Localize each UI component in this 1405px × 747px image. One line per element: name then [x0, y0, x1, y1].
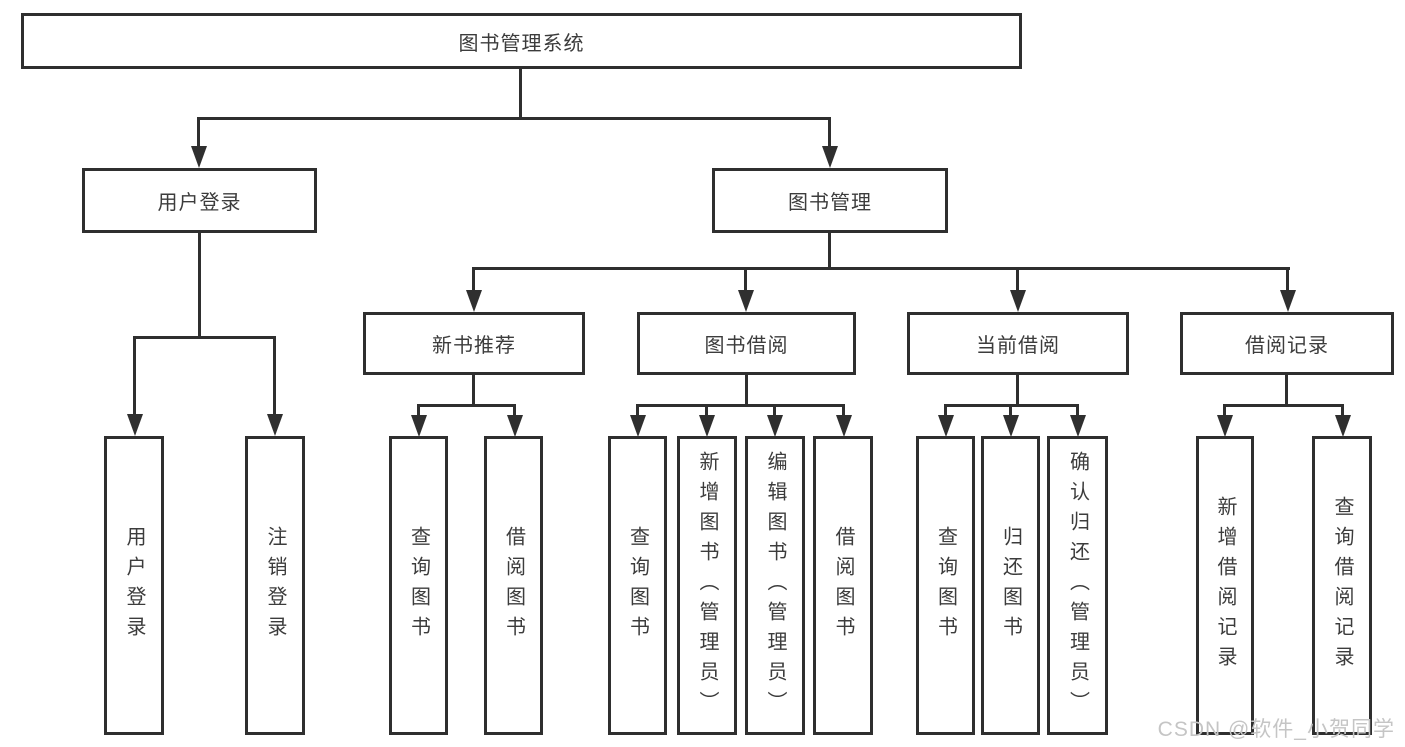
leaf-current-return: 归还图书: [981, 436, 1040, 735]
connector-line: [842, 404, 845, 418]
connector-line: [1016, 375, 1019, 406]
arrow-down-icon: [1003, 415, 1019, 437]
connector-line: [828, 117, 831, 149]
connector-line: [197, 117, 200, 149]
connector-line: [472, 267, 475, 292]
leaf-user-login: 用户登录: [104, 436, 164, 735]
leaf-newbook-query-label: 查询图书: [407, 525, 430, 646]
leaf-newbook-query: 查询图书: [389, 436, 448, 735]
connector-line: [1223, 404, 1344, 407]
leaf-borrow-add: 新增图书（管理员）: [677, 436, 737, 735]
connector-line: [519, 69, 522, 120]
connector-line: [273, 336, 276, 416]
connector-line: [1341, 404, 1344, 418]
arrow-down-icon: [938, 415, 954, 437]
connector-line: [133, 336, 276, 339]
node-book-mgmt: 图书管理: [712, 168, 948, 233]
csdn-watermark: CSDN @软件_小贺同学: [1157, 718, 1395, 741]
connector-line: [513, 404, 516, 418]
leaf-user-login-label: 用户登录: [123, 525, 145, 646]
arrow-down-icon: [267, 414, 283, 436]
arrow-down-icon: [1010, 290, 1026, 312]
arrow-down-icon: [836, 415, 852, 437]
connector-line: [636, 404, 845, 407]
connector-line: [705, 404, 708, 418]
connector-line: [472, 375, 475, 406]
arrow-down-icon: [127, 414, 143, 436]
connector-line: [1076, 404, 1079, 418]
node-user-login-label: 用户登录: [157, 192, 242, 214]
leaf-borrow-edit: 编辑图书（管理员）: [745, 436, 805, 735]
leaf-borrow-borrow: 借阅图书: [813, 436, 873, 735]
leaf-records-add: 新增借阅记录: [1196, 436, 1254, 735]
connector-line: [636, 404, 639, 418]
leaf-current-query-label: 查询图书: [934, 525, 957, 646]
leaf-records-query: 查询借阅记录: [1312, 436, 1372, 735]
arrow-down-icon: [822, 146, 838, 168]
leaf-current-return-label: 归还图书: [999, 525, 1022, 646]
connector-line: [472, 267, 1290, 270]
leaf-borrow-query: 查询图书: [608, 436, 667, 735]
node-borrow-records: 借阅记录: [1180, 312, 1394, 375]
arrow-down-icon: [466, 290, 482, 312]
leaf-newbook-borrow-label: 借阅图书: [502, 525, 525, 646]
leaf-records-query-label: 查询借阅记录: [1331, 495, 1353, 676]
node-book-borrow-label: 图书借阅: [704, 335, 789, 357]
connector-line: [1009, 404, 1012, 418]
leaf-borrow-query-label: 查询图书: [626, 525, 649, 646]
node-borrow-records-label: 借阅记录: [1245, 335, 1329, 357]
arrow-down-icon: [191, 146, 207, 168]
connector-line: [198, 233, 201, 338]
leaf-records-add-label: 新增借阅记录: [1214, 495, 1236, 676]
leaf-logout: 注销登录: [245, 436, 305, 735]
connector-line: [417, 404, 420, 418]
leaf-logout-label: 注销登录: [264, 525, 286, 646]
arrow-down-icon: [507, 415, 523, 437]
arrow-down-icon: [1335, 415, 1351, 437]
node-new-book: 新书推荐: [363, 312, 585, 375]
leaf-borrow-edit-label: 编辑图书（管理员）: [764, 450, 786, 721]
connector-line: [828, 233, 831, 270]
arrow-down-icon: [630, 415, 646, 437]
connector-line: [744, 267, 747, 292]
leaf-newbook-borrow: 借阅图书: [484, 436, 543, 735]
node-root: 图书管理系统: [21, 13, 1022, 69]
node-current-borrow: 当前借阅: [907, 312, 1129, 375]
leaf-current-confirm-label: 确认归还（管理员）: [1066, 450, 1089, 721]
arrow-down-icon: [411, 415, 427, 437]
leaf-current-query: 查询图书: [916, 436, 975, 735]
connector-line: [944, 404, 947, 418]
connector-line: [133, 336, 136, 416]
arrow-down-icon: [767, 415, 783, 437]
connector-line: [417, 404, 516, 407]
connector-line: [1223, 404, 1226, 418]
arrow-down-icon: [1217, 415, 1233, 437]
connector-line: [745, 375, 748, 406]
connector-line: [1016, 267, 1019, 292]
node-current-borrow-label: 当前借阅: [976, 335, 1060, 357]
arrow-down-icon: [699, 415, 715, 437]
connector-line: [1285, 375, 1288, 406]
arrow-down-icon: [1070, 415, 1086, 437]
node-new-book-label: 新书推荐: [432, 335, 516, 357]
node-user-login: 用户登录: [82, 168, 317, 233]
node-book-mgmt-label: 图书管理: [788, 192, 872, 214]
connector-line: [1286, 267, 1289, 292]
arrow-down-icon: [1280, 290, 1296, 312]
leaf-borrow-add-label: 新增图书（管理员）: [696, 450, 718, 721]
leaf-borrow-borrow-label: 借阅图书: [832, 525, 854, 646]
node-book-borrow: 图书借阅: [637, 312, 856, 375]
leaf-current-confirm: 确认归还（管理员）: [1047, 436, 1108, 735]
arrow-down-icon: [738, 290, 754, 312]
connector-line: [773, 404, 776, 418]
node-root-label: 图书管理系统: [458, 32, 585, 55]
connector-line: [197, 117, 831, 120]
